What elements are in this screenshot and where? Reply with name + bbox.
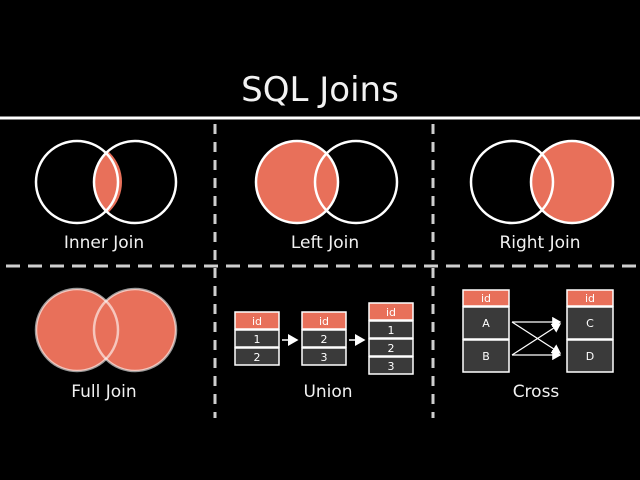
union-table-b-row: 2 — [321, 333, 328, 346]
cross-label: Cross — [513, 382, 560, 402]
cross-table-b: id C D — [566, 289, 614, 373]
panel-union: id 1 2 id 2 3 id 1 2 3 Union — [234, 302, 414, 402]
union-table-a-row: 1 — [254, 333, 261, 346]
cross-table-a-header: id — [481, 292, 491, 305]
union-result-row: 3 — [388, 360, 395, 373]
cross-table-b-row: C — [586, 317, 594, 330]
union-table-a-row: 2 — [254, 351, 261, 364]
page-title: SQL Joins — [241, 70, 399, 110]
cross-table-a-row: A — [482, 317, 490, 330]
panel-left-join: Left Join — [254, 139, 399, 253]
cross-table-a: id A B — [462, 289, 510, 373]
panel-right-join: Right Join — [469, 139, 615, 253]
cross-arrows — [511, 316, 562, 361]
union-table-a: id 1 2 — [234, 311, 280, 366]
union-label: Union — [303, 382, 352, 402]
left-join-label: Left Join — [291, 233, 359, 253]
union-result-row: 2 — [388, 342, 395, 355]
union-result-row: 1 — [388, 324, 395, 337]
union-result-table: id 1 2 3 — [368, 302, 414, 375]
union-result-header: id — [386, 306, 396, 319]
cross-table-b-row: D — [586, 350, 594, 363]
union-table-b-header: id — [319, 315, 329, 328]
union-table-b-row: 3 — [321, 351, 328, 364]
panel-cross: id A B id C D Cross — [462, 289, 614, 402]
cross-table-b-header: id — [585, 292, 595, 305]
full-join-label: Full Join — [71, 382, 136, 402]
union-table-a-header: id — [252, 315, 262, 328]
union-table-b: id 2 3 — [301, 311, 347, 366]
panel-inner-join: Inner Join — [34, 139, 178, 253]
panel-full-join: Full Join — [34, 287, 178, 402]
cross-table-a-row: B — [482, 350, 490, 363]
inner-join-label: Inner Join — [64, 233, 144, 253]
right-join-label: Right Join — [499, 233, 580, 253]
